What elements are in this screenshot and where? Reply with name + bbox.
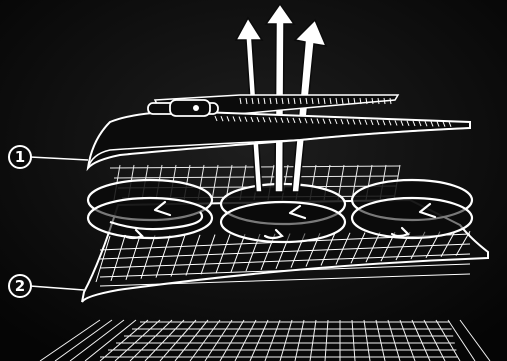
callout-number-2: 2 bbox=[15, 277, 25, 295]
circulation-arrow-icon-left bbox=[88, 180, 212, 238]
callout-number-1: 1 bbox=[15, 148, 25, 166]
circulation-arrow-icon-right bbox=[352, 180, 472, 238]
zipper-pull-icon bbox=[148, 100, 218, 116]
